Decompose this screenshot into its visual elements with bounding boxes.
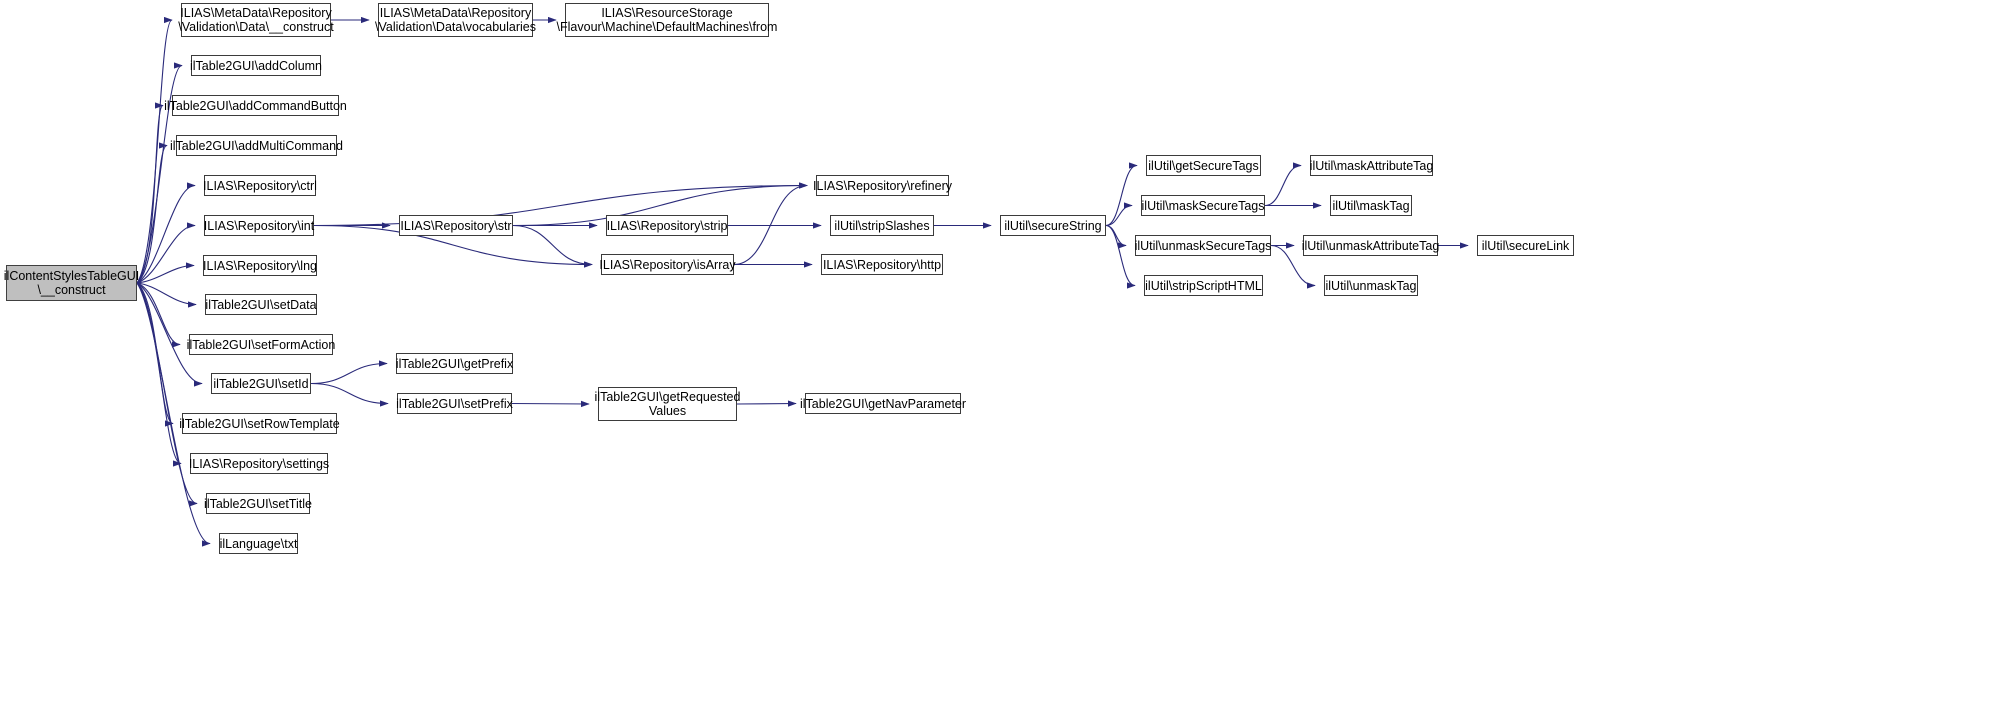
graph-node-http[interactable]: ILIAS\Repository\http <box>821 254 943 275</box>
edge-setId-to-setPrefix <box>310 382 389 407</box>
graph-node-maskTag[interactable]: ilUtil\maskTag <box>1330 195 1412 216</box>
graph-node-str[interactable]: ILIAS\Repository\str <box>399 215 513 236</box>
graph-node-int[interactable]: ILIAS\Repository\int <box>204 215 314 236</box>
graph-node-stripScriptHTML[interactable]: ilUtil\stripScriptHTML <box>1144 275 1263 296</box>
edge-secureString-to-stripScriptHTML <box>1105 224 1136 289</box>
edge-maskSecureTags-to-maskAttributeTag <box>1264 162 1302 207</box>
graph-node-addColumn[interactable]: ilTable2GUI\addColumn <box>190 55 322 76</box>
edge-secureString-to-maskSecureTags <box>1105 202 1133 227</box>
graph-node-setFormAction[interactable]: ilTable2GUI\setFormAction <box>187 334 335 355</box>
edge-str-to-isArray <box>512 224 593 268</box>
edge-root-to-lng <box>136 262 195 284</box>
edge-unmaskSecureTags-to-unmaskTag <box>1270 244 1316 289</box>
graph-node-vocabularies[interactable]: ILIAS\MetaData\Repository \Validation\Da… <box>375 3 536 37</box>
edge-secureString-to-unmaskSecureTags <box>1105 224 1127 249</box>
edge-root-to-int <box>136 222 196 284</box>
edge-root-to-ctrl <box>136 182 196 284</box>
graph-node-root[interactable]: ilContentStylesTableGUI \__construct <box>4 265 139 301</box>
edge-isArray-to-refinery <box>733 182 808 266</box>
edge-root-to-setId <box>136 282 203 387</box>
graph-node-ctrl[interactable]: ILIAS\Repository\ctrl <box>203 175 317 196</box>
graph-node-setId[interactable]: ilTable2GUI\setId <box>211 373 311 394</box>
edge-root-to-setData <box>136 282 197 308</box>
edge-root-to-txt <box>136 282 211 547</box>
graph-node-mdConstruct[interactable]: ILIAS\MetaData\Repository \Validation\Da… <box>178 3 334 37</box>
graph-node-setPrefix[interactable]: ilTable2GUI\setPrefix <box>396 393 513 414</box>
edge-getRequestedValues-to-getNavParameter <box>736 400 797 407</box>
edge-root-to-addCommandButton <box>136 102 164 284</box>
edge-setPrefix-to-getRequestedValues <box>511 400 590 408</box>
edge-root-to-settings <box>136 282 182 467</box>
graph-node-maskAttributeTag[interactable]: ilUtil\maskAttributeTag <box>1310 155 1433 176</box>
edge-str-to-refinery <box>512 182 808 227</box>
edge-setId-to-getPrefix <box>310 360 388 385</box>
graph-node-strip[interactable]: ILIAS\Repository\strip <box>606 215 728 236</box>
graph-node-addCommandButton[interactable]: ilTable2GUI\addCommandButton <box>164 95 347 116</box>
graph-node-getPrefix[interactable]: ilTable2GUI\getPrefix <box>396 353 513 374</box>
graph-node-getNavParameter[interactable]: ilTable2GUI\getNavParameter <box>800 393 966 414</box>
graph-node-unmaskSecureTags[interactable]: ilUtil\unmaskSecureTags <box>1135 235 1271 256</box>
edge-int-to-isArray <box>313 224 593 268</box>
graph-node-stripSlashes[interactable]: ilUtil\stripSlashes <box>830 215 934 236</box>
graph-node-setTitle[interactable]: ilTable2GUI\setTitle <box>204 493 312 514</box>
graph-node-defaultMachines[interactable]: ILIAS\ResourceStorage \Flavour\Machine\D… <box>557 3 777 37</box>
edge-secureString-to-getSecureTags <box>1105 162 1138 227</box>
graph-node-isArray[interactable]: ILIAS\Repository\isArray <box>599 254 736 275</box>
edge-root-to-addMultiCommand <box>136 142 168 284</box>
graph-node-txt[interactable]: ilLanguage\txt <box>219 533 298 554</box>
graph-node-addMultiCommand[interactable]: ilTable2GUI\addMultiCommand <box>170 135 343 156</box>
graph-node-unmaskAttributeTag[interactable]: ilUtil\unmaskAttributeTag <box>1302 235 1439 256</box>
graph-node-refinery[interactable]: ILIAS\Repository\refinery <box>813 175 952 196</box>
graph-node-setData[interactable]: ilTable2GUI\setData <box>205 294 317 315</box>
graph-node-secureLink[interactable]: ilUtil\secureLink <box>1477 235 1574 256</box>
edge-root-to-mdConstruct <box>136 16 173 284</box>
edge-root-to-setFormAction <box>136 282 181 348</box>
graph-node-lng[interactable]: ILIAS\Repository\lng <box>203 255 317 276</box>
graph-node-maskSecureTags[interactable]: ilUtil\maskSecureTags <box>1141 195 1265 216</box>
graph-node-setRowTemplate[interactable]: ilTable2GUI\setRowTemplate <box>179 413 340 434</box>
graph-node-settings[interactable]: ILIAS\Repository\settings <box>189 453 329 474</box>
edge-int-to-refinery <box>313 182 808 227</box>
graph-node-getRequestedValues[interactable]: ilTable2GUI\getRequested Values <box>595 387 740 421</box>
graph-node-secureString[interactable]: ilUtil\secureString <box>1000 215 1106 236</box>
graph-node-getSecureTags[interactable]: ilUtil\getSecureTags <box>1146 155 1261 176</box>
graph-node-unmaskTag[interactable]: ilUtil\unmaskTag <box>1324 275 1418 296</box>
